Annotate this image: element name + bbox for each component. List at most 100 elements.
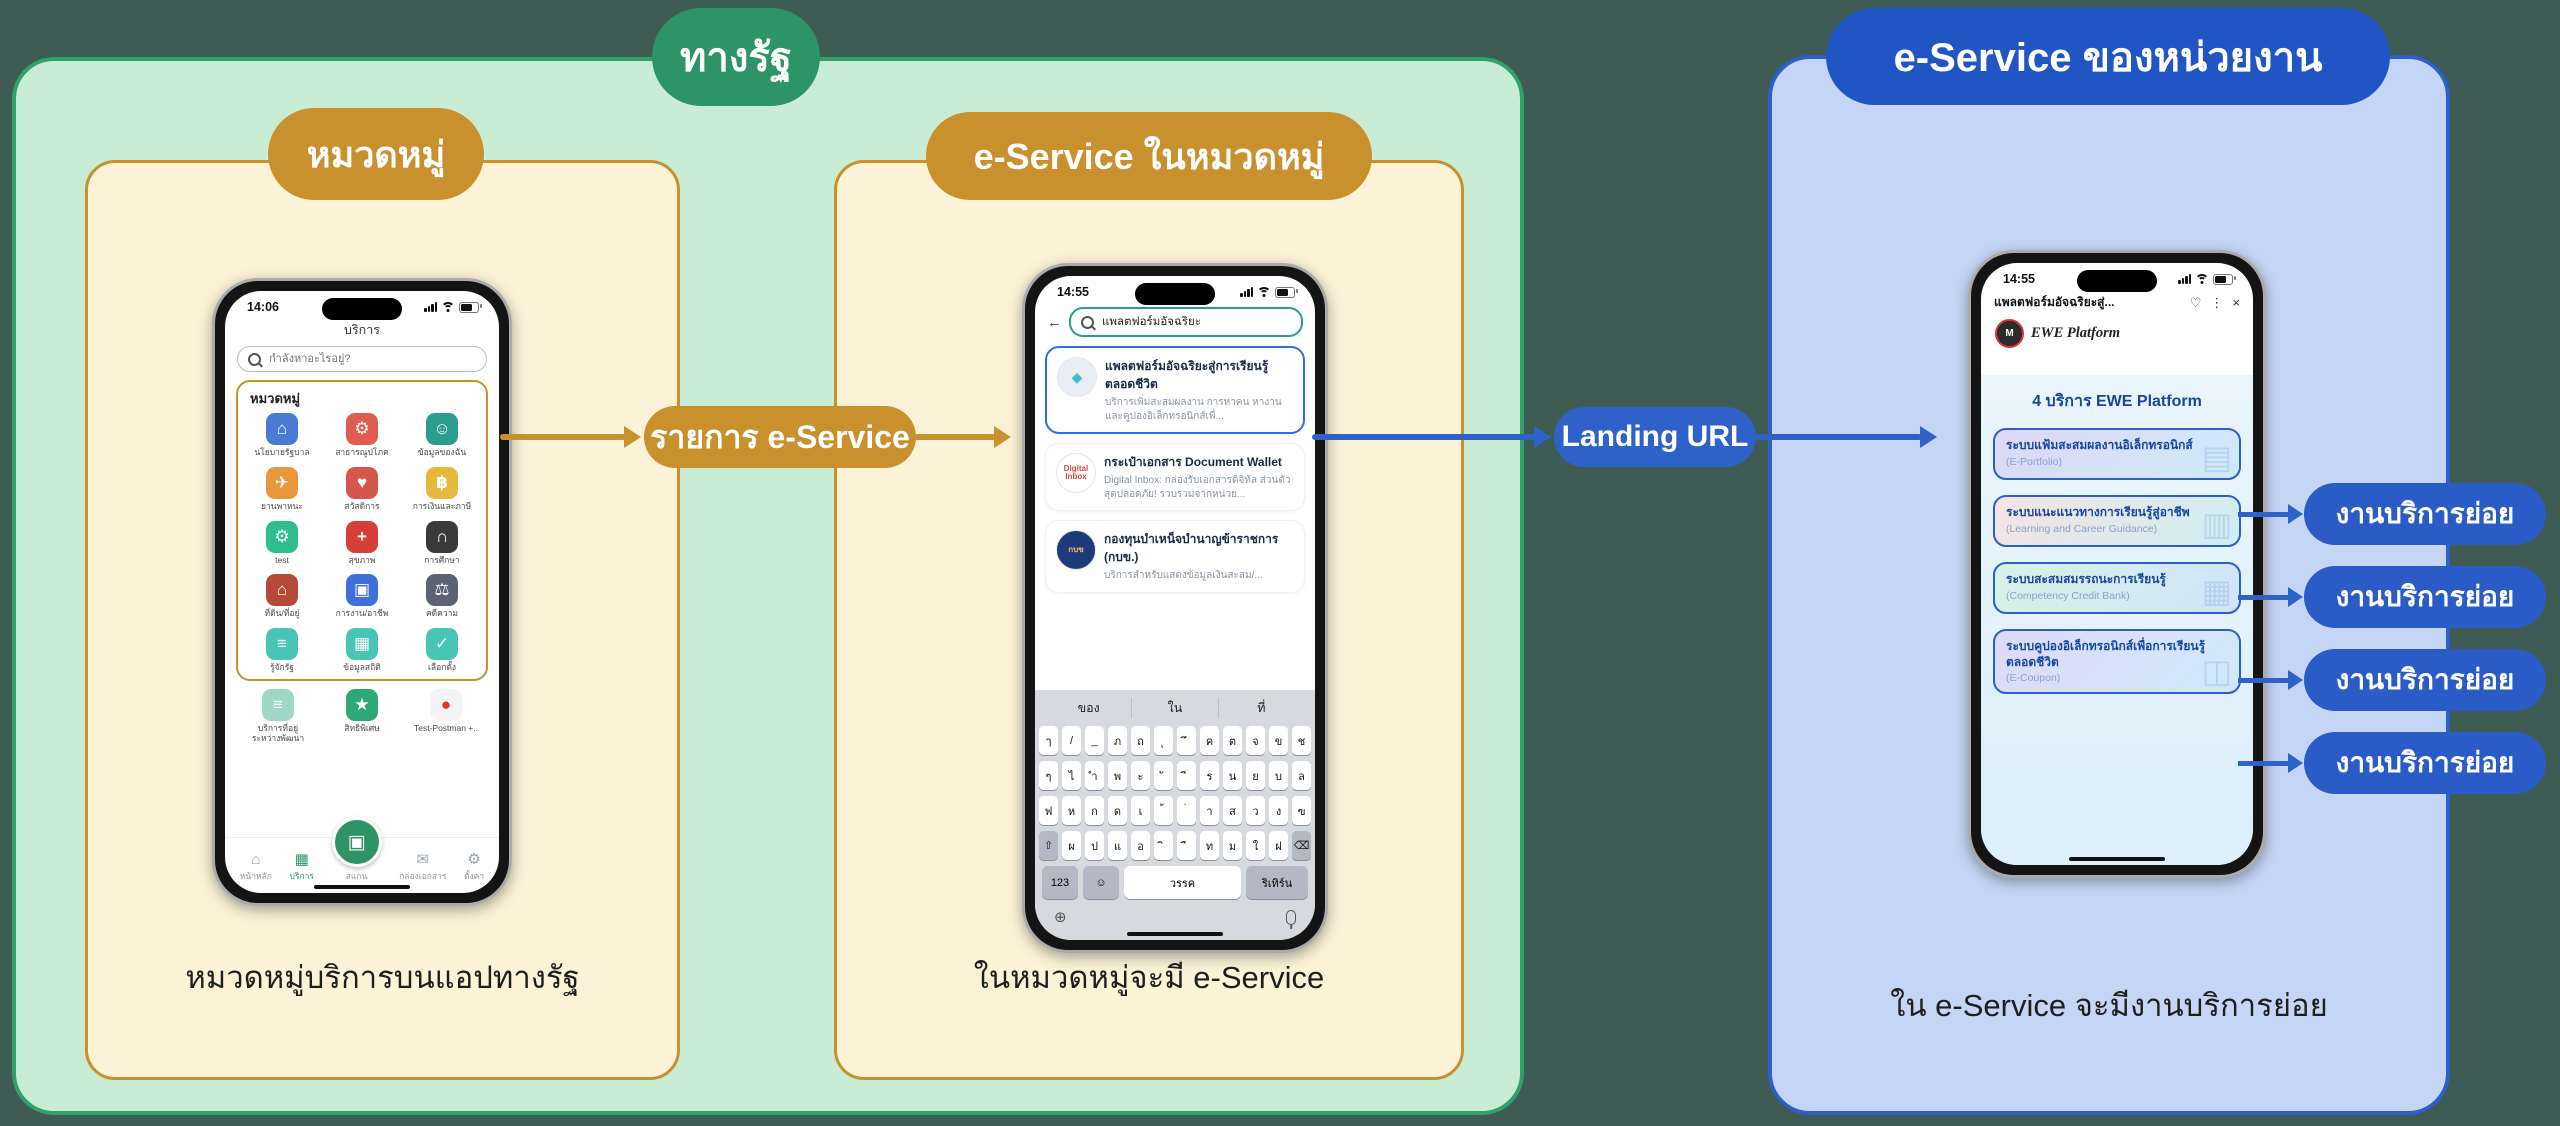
result-description: บริการสำหรับแสดงข้อมูลเงินสะสม/...	[1104, 570, 1263, 581]
key-ฟ[interactable]: ฟ	[1038, 796, 1059, 825]
search-field[interactable]	[1069, 307, 1303, 337]
kebab-menu-icon[interactable]: ⋮	[2210, 295, 2224, 310]
key-ึ[interactable]: ึ	[1176, 726, 1197, 755]
category-item[interactable]: ⚖ คดีความ	[402, 574, 482, 619]
bottom-nav-item[interactable]: ▦ บริการ	[290, 847, 314, 883]
key-่[interactable]: ่	[1176, 796, 1197, 825]
bottom-nav-item[interactable]: ⚙ ตั้งค่า	[464, 847, 484, 883]
key-ไ[interactable]: ไ	[1061, 761, 1082, 790]
key-ข[interactable]: ข	[1268, 726, 1289, 755]
globe-icon[interactable]: ⊕	[1054, 909, 1067, 926]
key-ุ[interactable]: ุ	[1153, 726, 1174, 755]
key-⌫[interactable]: ⌫	[1291, 831, 1312, 860]
key-น[interactable]: น	[1222, 761, 1243, 790]
search-field[interactable]	[237, 346, 487, 372]
category-item[interactable]: ∩ การศึกษา	[402, 520, 482, 566]
key-ิ[interactable]: ิ	[1153, 831, 1174, 860]
key-ๆ[interactable]: ๆ	[1038, 761, 1059, 790]
key-ง[interactable]: ง	[1268, 796, 1289, 825]
service-card[interactable]: ระบบแนะแนวทางการเรียนรู้สู่อาชีพ (Learni…	[1993, 495, 2241, 547]
favorite-heart-icon[interactable]: ♡	[2189, 295, 2202, 310]
category-item[interactable]: ● Test-Postman +..	[404, 688, 488, 744]
key-ใ[interactable]: ใ	[1245, 831, 1266, 860]
category-item[interactable]: ≡ รู้จักรัฐ	[242, 628, 322, 673]
key-ถ[interactable]: ถ	[1130, 726, 1151, 755]
key-ื[interactable]: ื	[1176, 831, 1197, 860]
keyboard-suggestion[interactable]: ของ	[1077, 701, 1100, 715]
key-ฝ[interactable]: ฝ	[1268, 831, 1289, 860]
key-/[interactable]: /	[1061, 726, 1082, 755]
category-item[interactable]: ☺ ข้อมูลของฉัน	[402, 413, 482, 458]
category-label: Test-Postman +..	[413, 722, 478, 733]
category-item[interactable]: ⌂ นโยบายรัฐบาล	[242, 413, 322, 458]
mic-icon[interactable]	[1286, 910, 1296, 925]
category-item[interactable]: ▣ การงาน/อาชีพ	[322, 574, 402, 619]
numeric-key[interactable]: 123	[1042, 866, 1078, 899]
search-icon	[248, 352, 261, 366]
category-item[interactable]: ⚙ สาธารณูปโภค	[322, 413, 402, 458]
key-⇧[interactable]: ⇧	[1038, 831, 1059, 860]
space-key[interactable]: วรรค	[1124, 866, 1241, 899]
key-ส[interactable]: ส	[1222, 796, 1243, 825]
key-แ[interactable]: แ	[1107, 831, 1128, 860]
key-ะ[interactable]: ะ	[1130, 761, 1151, 790]
category-item[interactable]: ★ สิทธิพิเศษ	[320, 688, 404, 744]
bottom-nav-item[interactable]: ▣ สแกน	[331, 817, 382, 883]
search-result-card[interactable]: ◆ แพลตฟอร์มอัจฉริยะสู่การเรียนรู้ตลอดชีว…	[1045, 346, 1305, 434]
service-card[interactable]: ระบบแฟ้มสะสมผลงานอิเล็กทรอนิกส์ (E-Portf…	[1993, 428, 2241, 480]
key-ำ[interactable]: ำ	[1084, 761, 1105, 790]
category-item[interactable]: ฿ การเงินและภาษี	[402, 466, 482, 512]
key-ล[interactable]: ล	[1291, 761, 1312, 790]
key-ค[interactable]: ค	[1199, 726, 1220, 755]
search-input[interactable]	[267, 352, 476, 366]
key-้[interactable]: ้	[1153, 796, 1174, 825]
category-item[interactable]: ≡ บริการที่อยู่ ระหว่างพัฒนา	[236, 688, 320, 744]
category-item[interactable]: ♥ สวัสดิการ	[322, 466, 402, 512]
key-ห[interactable]: ห	[1061, 796, 1082, 825]
key-ย[interactable]: ย	[1245, 761, 1266, 790]
key-ท[interactable]: ท	[1199, 831, 1220, 860]
keyboard-suggestion[interactable]: ใน	[1131, 698, 1217, 718]
service-card[interactable]: ระบบคูปองอิเล็กทรอนิกส์เพื่อการเรียนรู้ต…	[1993, 629, 2241, 695]
key-ั[interactable]: ั	[1153, 761, 1174, 790]
category-item[interactable]: ⌂ ที่ดิน/ที่อยู่	[242, 574, 322, 619]
key-_[interactable]: _	[1084, 726, 1105, 755]
category-item[interactable]: ⚙ test	[242, 520, 322, 566]
key-จ[interactable]: จ	[1245, 726, 1266, 755]
bottom-nav-item[interactable]: ⌂ หน้าหลัก	[240, 847, 272, 883]
key-ช[interactable]: ช	[1291, 726, 1312, 755]
back-icon[interactable]: ←	[1047, 313, 1062, 331]
key-ฃ[interactable]: ฃ	[1291, 796, 1312, 825]
key-บ[interactable]: บ	[1268, 761, 1289, 790]
search-result-card[interactable]: Digital Inbox กระเป๋าเอกสาร Document Wal…	[1045, 443, 1305, 511]
key-ว[interactable]: ว	[1245, 796, 1266, 825]
key-ด[interactable]: ด	[1107, 796, 1128, 825]
key-ี[interactable]: ี	[1176, 761, 1197, 790]
return-key[interactable]: ริเทิร์น	[1246, 866, 1308, 899]
search-input[interactable]	[1100, 315, 1291, 329]
key-ก[interactable]: ก	[1084, 796, 1105, 825]
key-ผ[interactable]: ผ	[1061, 831, 1082, 860]
close-icon[interactable]: ×	[2232, 295, 2240, 310]
key-ร[interactable]: ร	[1199, 761, 1220, 790]
key-ม[interactable]: ม	[1222, 831, 1243, 860]
category-item[interactable]: + สุขภาพ	[322, 520, 402, 566]
key-พ[interactable]: พ	[1107, 761, 1128, 790]
bottom-nav-item[interactable]: ✉ กล่องเอกสาร	[399, 847, 446, 883]
key-อ[interactable]: อ	[1130, 831, 1151, 860]
key-เ[interactable]: เ	[1130, 796, 1151, 825]
key-ๅ[interactable]: ๅ	[1038, 726, 1059, 755]
dynamic-island	[1135, 283, 1215, 305]
service-list: ระบบแฟ้มสะสมผลงานอิเล็กทรอนิกส์ (E-Portf…	[1993, 428, 2241, 695]
service-card[interactable]: ระบบสะสมสมรรถนะการเรียนรู้ (Competency C…	[1993, 562, 2241, 614]
emoji-key-icon[interactable]: ☺	[1083, 866, 1119, 899]
key-ภ[interactable]: ภ	[1107, 726, 1128, 755]
key-ป[interactable]: ป	[1084, 831, 1105, 860]
keyboard-suggestion[interactable]: ที่	[1217, 698, 1304, 718]
category-item[interactable]: ✓ เลือกตั้ง	[402, 628, 482, 673]
key-า[interactable]: า	[1199, 796, 1220, 825]
category-item[interactable]: ▦ ข้อมูลสถิติ	[322, 628, 402, 673]
category-item[interactable]: ✈ ยานพาหนะ	[242, 466, 322, 512]
search-result-card[interactable]: กบข กองทุนบำเหน็จบำนาญข้าราชการ (กบข.) บ…	[1045, 520, 1305, 593]
key-ต[interactable]: ต	[1222, 726, 1243, 755]
